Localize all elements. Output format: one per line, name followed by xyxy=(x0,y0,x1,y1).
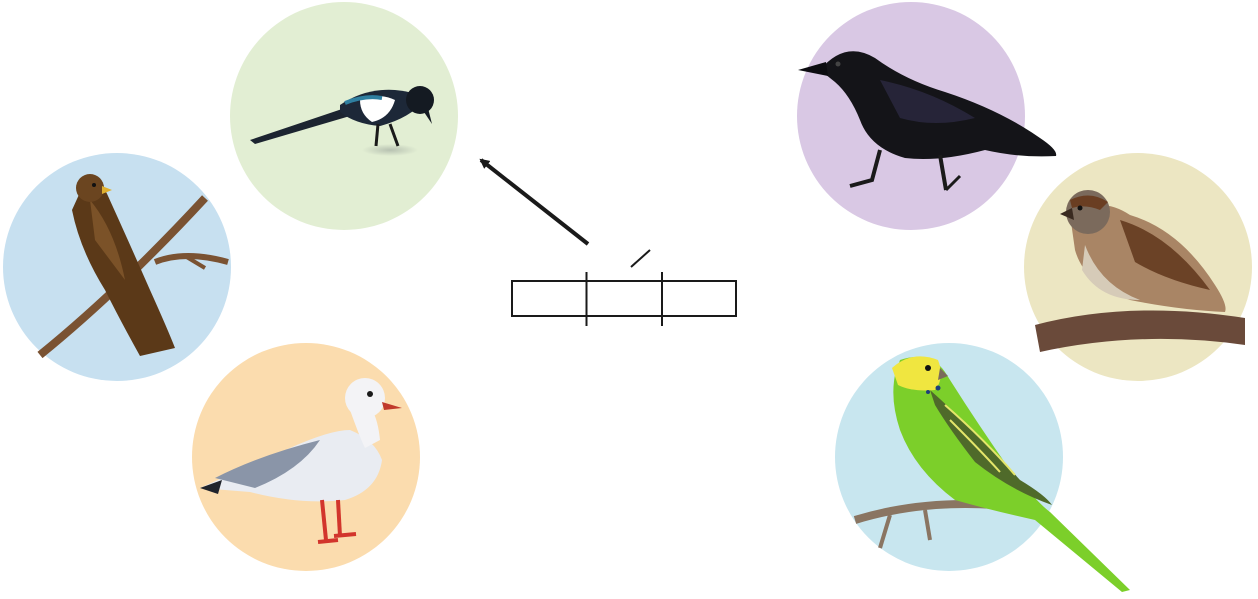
slash-mark xyxy=(630,249,651,268)
crow-icon xyxy=(798,51,1057,192)
kite-icon xyxy=(37,174,229,359)
answer-box-3[interactable] xyxy=(661,280,737,317)
gull-icon xyxy=(200,378,402,544)
bird-circle-gull xyxy=(192,343,420,571)
bird-circle-magpie xyxy=(230,2,458,230)
magpie-icon xyxy=(250,86,434,156)
answer-boxes xyxy=(511,272,737,326)
bird-circle-budgerigar xyxy=(835,343,1130,592)
pointer-arrow xyxy=(479,158,590,246)
bird-circle-sparrow xyxy=(1024,153,1252,381)
bird-circle-crow xyxy=(797,2,1057,230)
sparrow-icon xyxy=(1035,190,1245,352)
answer-box-1[interactable] xyxy=(511,280,588,317)
answer-box-2[interactable] xyxy=(585,280,663,317)
budgerigar-icon xyxy=(853,356,1130,592)
bird-circle-kite xyxy=(3,153,231,381)
